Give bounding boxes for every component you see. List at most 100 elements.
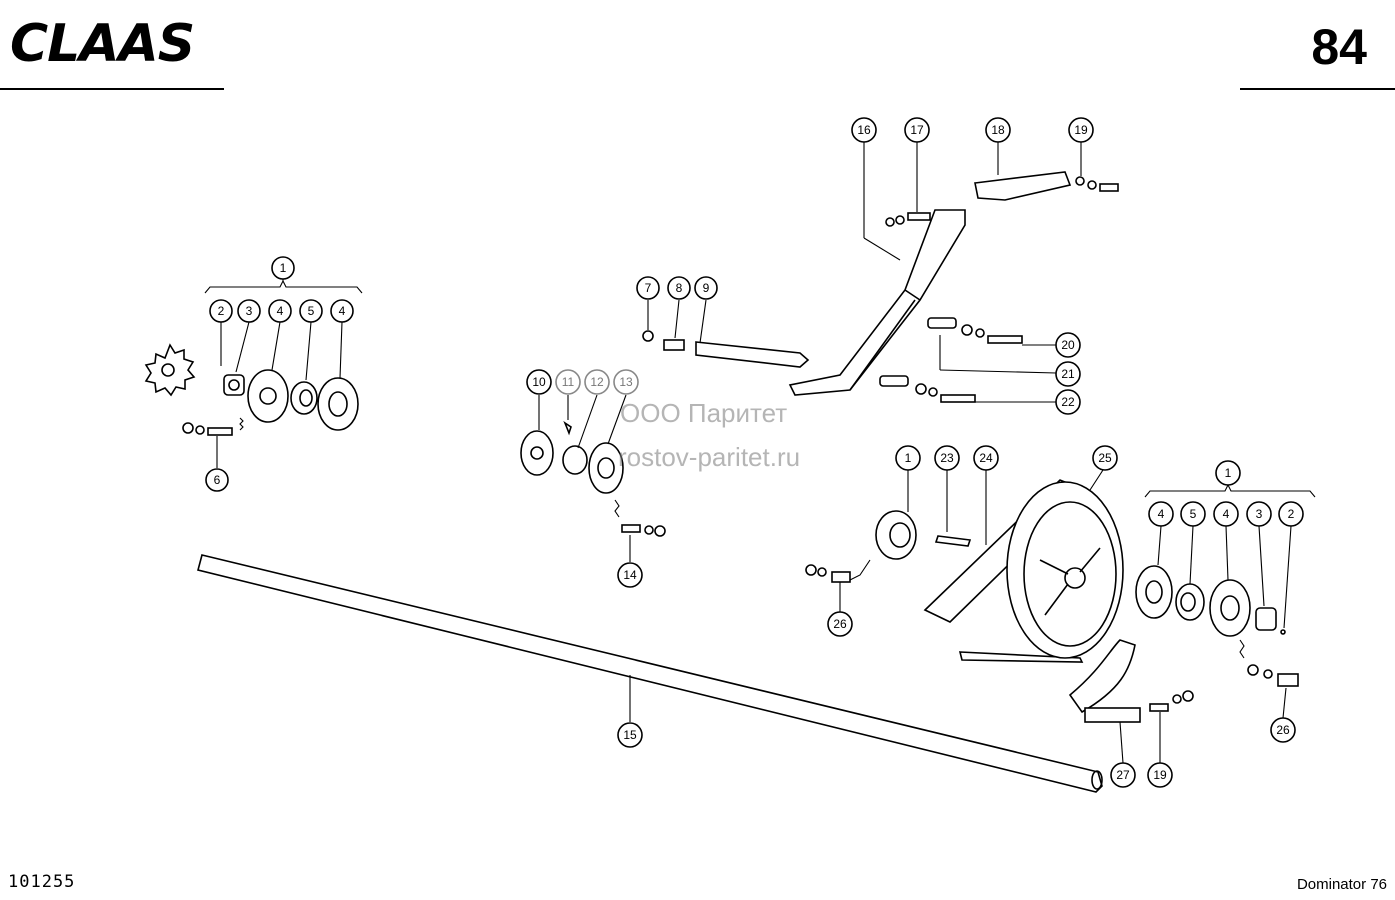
callout-circle <box>555 369 581 395</box>
callout-number: 18 <box>991 123 1005 137</box>
pulley-assembly <box>805 469 1316 764</box>
callout-8: 8 <box>667 276 691 300</box>
callout-number: 5 <box>1190 507 1197 521</box>
nut-part <box>1255 607 1277 631</box>
callout-circle <box>1270 717 1296 743</box>
bolt-part <box>987 335 1023 344</box>
callout-number: 14 <box>623 568 637 582</box>
callout-16: 16 <box>851 117 877 143</box>
callout-number: 1 <box>905 451 912 465</box>
callout-number: 21 <box>1061 367 1075 381</box>
bracket-part <box>1084 707 1141 723</box>
callout-number: 1 <box>1225 466 1232 480</box>
pin-part <box>879 375 909 387</box>
callout-number: 4 <box>339 304 346 318</box>
guard-part <box>1068 639 1136 714</box>
rod-part <box>695 341 810 368</box>
middle-bearing-assembly <box>520 394 666 562</box>
callout-number: 23 <box>940 451 954 465</box>
callout-25: 25 <box>1092 445 1118 471</box>
callout-circle <box>299 299 323 323</box>
callout-26: 26 <box>827 611 853 637</box>
callout-circle <box>1147 762 1173 788</box>
callout-number: 5 <box>308 304 315 318</box>
callout-number: 8 <box>676 281 683 295</box>
header-rule-left <box>0 88 224 90</box>
bracket-part <box>974 171 1072 201</box>
callout-4: 4 <box>330 299 354 323</box>
callout-3: 3 <box>1246 501 1272 527</box>
callout-23: 23 <box>934 445 960 471</box>
long-shaft <box>197 554 1103 793</box>
callout-circle <box>1148 501 1174 527</box>
callout-circle <box>1215 460 1241 486</box>
callout-circle <box>1055 389 1081 415</box>
callout-circle <box>330 299 354 323</box>
tensioner-arm-assembly <box>788 142 1119 403</box>
callout-circle <box>934 445 960 471</box>
machine-model: Dominator 76 <box>1296 876 1387 893</box>
bolt-part <box>1099 183 1119 192</box>
callout-number: 19 <box>1153 768 1167 782</box>
callout-number: 22 <box>1061 395 1075 409</box>
pin-part <box>927 317 957 329</box>
bolt-part <box>831 571 851 583</box>
nut-part <box>223 374 245 396</box>
callout-circle <box>1055 361 1081 387</box>
sprocket-part <box>144 343 196 397</box>
callout-circle <box>1110 762 1136 788</box>
bolt-part <box>907 212 931 221</box>
callout-18: 18 <box>985 117 1011 143</box>
header-rule-right <box>1240 88 1395 90</box>
callout-15: 15 <box>617 722 643 748</box>
callout-circle <box>271 256 295 280</box>
callout-circle <box>613 369 639 395</box>
bolt-part <box>940 394 976 403</box>
callout-5: 5 <box>299 299 323 323</box>
callout-number: 4 <box>1223 507 1230 521</box>
bearing-part <box>290 381 318 415</box>
callout-19: 19 <box>1147 762 1173 788</box>
callout-number: 2 <box>218 304 225 318</box>
callout-circle <box>209 299 233 323</box>
callout-number: 12 <box>590 375 604 389</box>
flange-part <box>1209 579 1251 637</box>
callout-circle <box>985 117 1011 143</box>
callout-10: 10 <box>526 369 552 395</box>
callout-circle <box>1180 501 1206 527</box>
flange-part <box>588 442 624 494</box>
callout-number: 27 <box>1116 768 1130 782</box>
callout-circle <box>584 369 610 395</box>
callout-circle <box>973 445 999 471</box>
callout-number: 15 <box>623 728 637 742</box>
callout-number: 17 <box>910 123 924 137</box>
pin-part <box>663 339 685 351</box>
bearing-part <box>562 445 588 475</box>
hub-part <box>875 510 917 560</box>
callout-circle <box>636 276 660 300</box>
callout-number: 13 <box>619 375 633 389</box>
callout-circle <box>694 276 718 300</box>
callout-circle <box>1068 117 1094 143</box>
callout-circle <box>667 276 691 300</box>
callout-9: 9 <box>694 276 718 300</box>
callout-circle <box>526 369 552 395</box>
bolt-part <box>207 427 233 436</box>
callout-circle <box>617 562 643 588</box>
callout-number: 10 <box>532 375 546 389</box>
callout-number: 3 <box>246 304 253 318</box>
callout-2: 2 <box>1278 501 1304 527</box>
callout-circle <box>827 611 853 637</box>
callout-circle <box>1055 332 1081 358</box>
callout-circle <box>205 468 229 492</box>
callout-1: 1 <box>271 256 295 280</box>
left-bearing-assembly <box>144 278 363 468</box>
key-part <box>934 535 972 547</box>
callout-number: 24 <box>979 451 993 465</box>
callout-11: 11 <box>555 369 581 395</box>
callout-17: 17 <box>904 117 930 143</box>
arm-part <box>788 209 966 396</box>
callout-number: 25 <box>1098 451 1112 465</box>
callout-number: 1 <box>280 261 287 275</box>
document-number: 101255 <box>8 872 76 892</box>
